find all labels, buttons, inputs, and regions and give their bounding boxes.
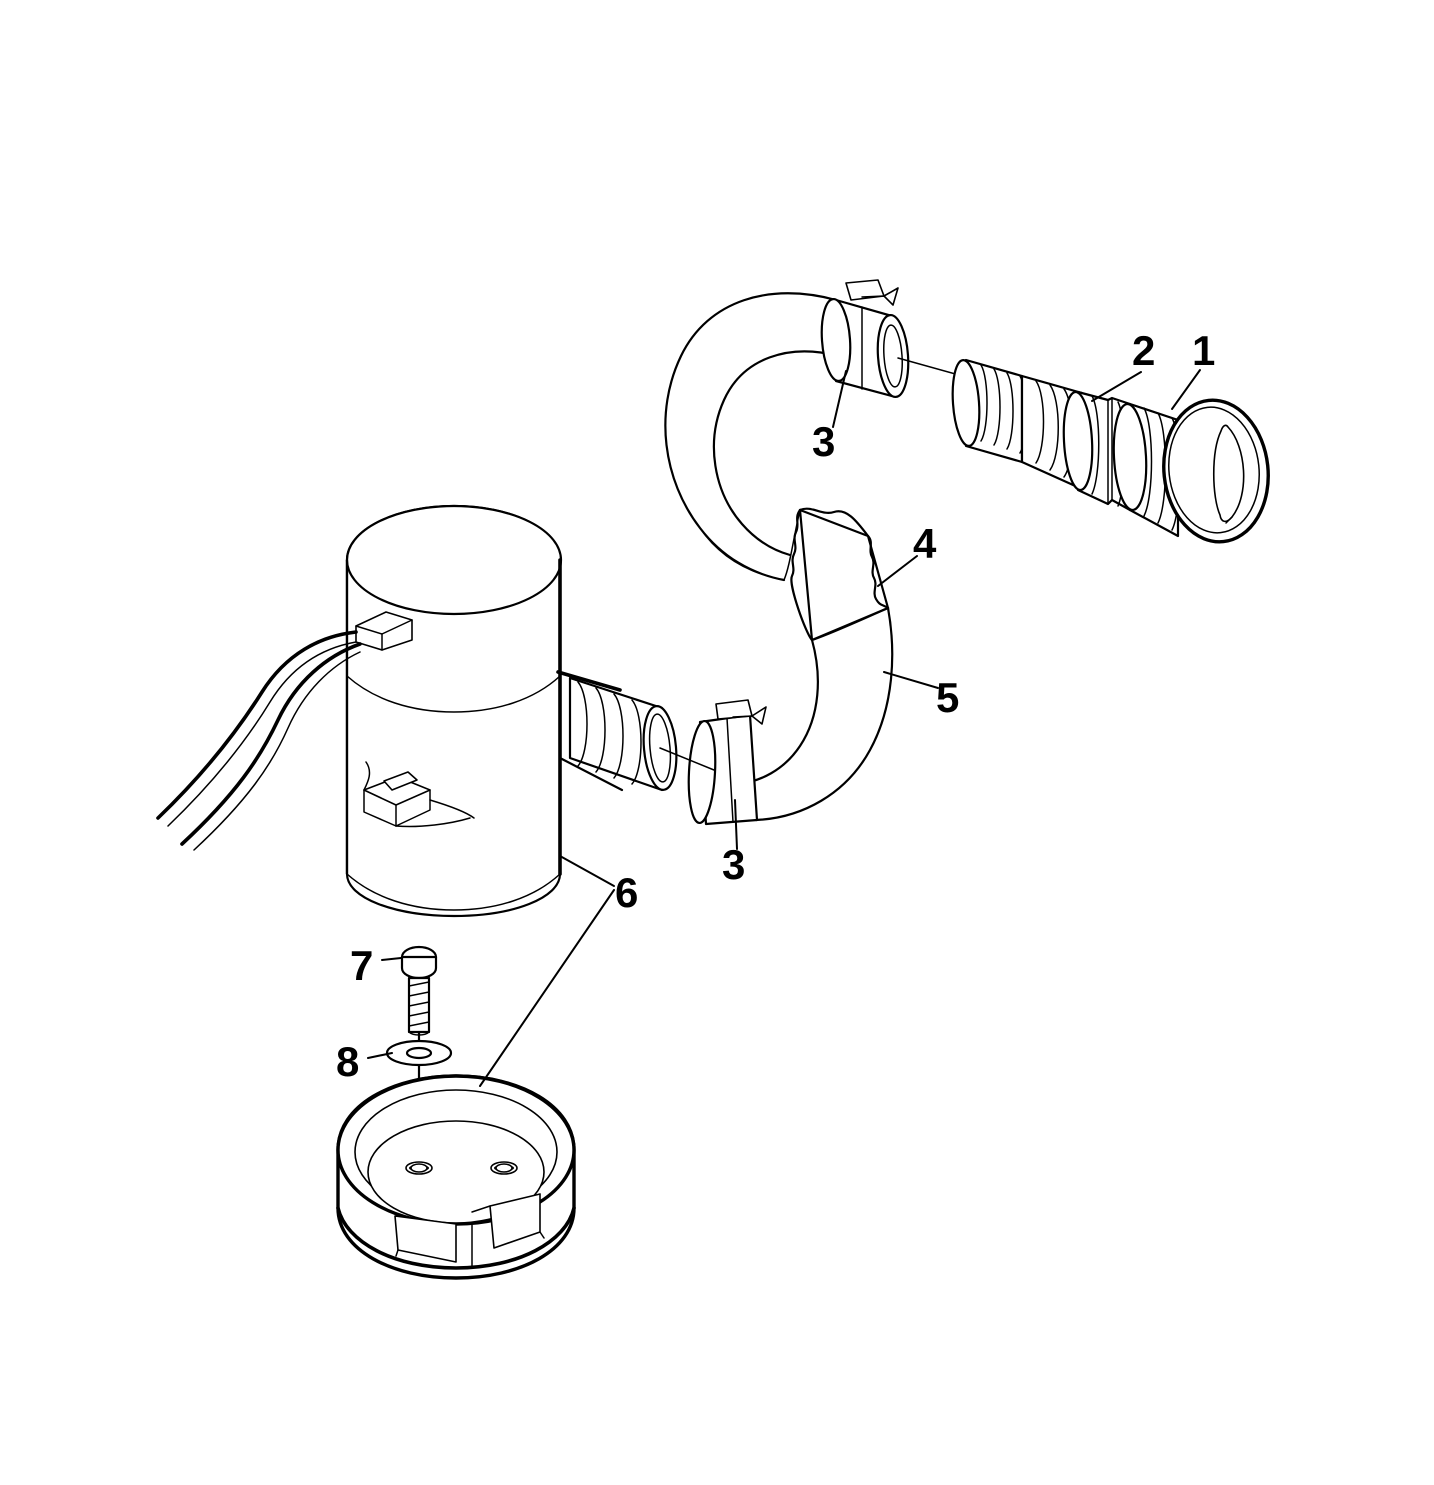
callout-number-7: 7	[350, 942, 373, 989]
callout-number-5: 5	[936, 674, 959, 721]
hose-clamp-lower	[687, 699, 767, 826]
callout-number-2: 2	[1132, 327, 1155, 374]
flat-washer	[385, 1039, 453, 1067]
hose-coupler-sleeve	[783, 507, 890, 642]
thru-hull-assembly	[897, 357, 1270, 544]
leader-lines	[367, 369, 1201, 1087]
bilge-pump-body	[156, 504, 715, 918]
upper-hose-bend	[664, 292, 840, 582]
thru-hull-flange-face	[1162, 398, 1270, 544]
pump-wire-connector	[355, 611, 413, 651]
pump-switch-detail	[363, 761, 475, 828]
thru-hull-flange-barrel	[1112, 402, 1181, 538]
callout-number-6: 6	[615, 869, 638, 916]
callout-number-3-upper: 3	[812, 418, 835, 465]
pump-wire-leads	[156, 630, 362, 851]
hose-clamp-upper	[820, 279, 910, 399]
pump-base-strainer	[336, 1074, 576, 1280]
pump-outlet-barb	[556, 670, 715, 792]
callout-number-1: 1	[1192, 327, 1215, 374]
callout-number-4: 4	[913, 520, 936, 567]
callout-number-8: 8	[336, 1038, 359, 1085]
callout-number-3-lower: 3	[722, 841, 745, 888]
